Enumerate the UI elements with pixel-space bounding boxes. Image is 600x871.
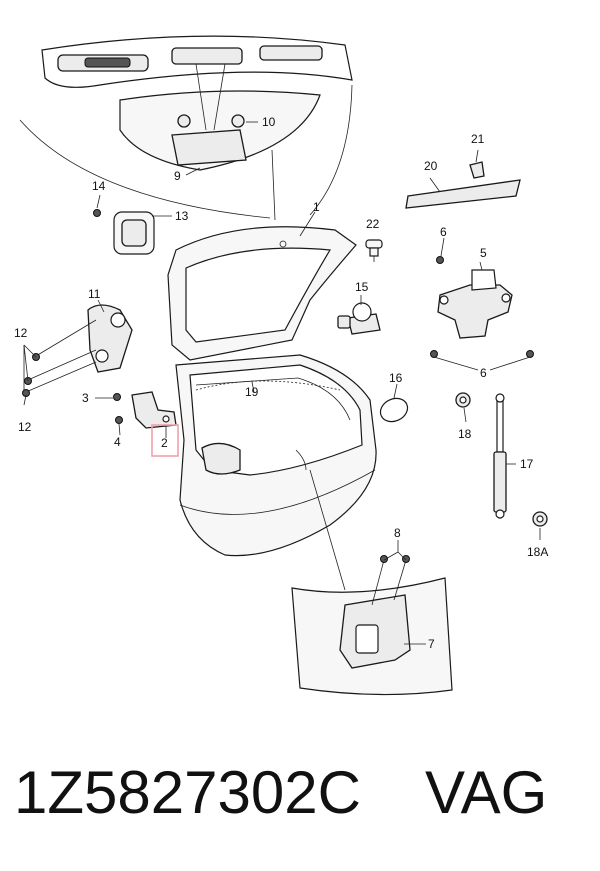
brand-label: VAG [425, 759, 548, 826]
callout-13: 13 [175, 209, 189, 223]
parts-diagram: 9 10 1 14 13 11 12 12 3 4 2 22 15 16 19 … [14, 35, 548, 696]
gasket-part-16 [379, 397, 409, 423]
clip-part-21 [469, 161, 485, 179]
strip-part-20 [405, 179, 521, 209]
callout-8: 8 [394, 526, 401, 540]
tailgate-lid [167, 226, 377, 557]
callout-7: 7 [428, 637, 435, 651]
callout-2: 2 [161, 436, 168, 450]
footer: 1Z5827302C VAG [0, 758, 600, 848]
callout-19: 19 [245, 385, 259, 399]
gas-strut-part-17 [493, 393, 507, 519]
callout-6-bottom: 6 [480, 366, 487, 380]
bracket-part-2 [113, 391, 179, 457]
callout-14: 14 [92, 179, 106, 193]
callout-15: 15 [355, 280, 369, 294]
callout-22: 22 [366, 217, 380, 231]
callout-1: 1 [313, 200, 320, 214]
callout-11: 11 [88, 287, 101, 301]
callout-12-top: 12 [14, 326, 28, 340]
callout-6-top: 6 [440, 225, 447, 239]
hinge-part-11 [22, 304, 133, 397]
ball-stud-part-18 [455, 392, 471, 408]
callout-3: 3 [82, 391, 89, 405]
part-2-highlight [151, 424, 179, 457]
lock-part-5 [430, 256, 534, 358]
callout-18a: 18A [527, 545, 548, 559]
callout-10: 10 [262, 115, 276, 129]
detail-inset-striker [291, 469, 453, 696]
callout-21: 21 [471, 132, 485, 146]
callout-17: 17 [520, 457, 534, 471]
callout-18: 18 [458, 427, 472, 441]
leader-lines [23, 121, 541, 645]
ball-stud-part-18a [532, 511, 548, 527]
callouts: 9 10 1 14 13 11 12 12 3 4 2 22 15 16 19 … [14, 115, 548, 651]
callout-12-bottom: 12 [18, 420, 32, 434]
callout-16: 16 [389, 371, 403, 385]
stop-part-15 [337, 302, 381, 335]
rear-roof-panel [19, 35, 353, 219]
callout-4: 4 [114, 435, 121, 449]
callout-5: 5 [480, 246, 487, 260]
callout-20: 20 [424, 159, 438, 173]
cap-part-22 [365, 239, 383, 257]
part-number: 1Z5827302C [14, 759, 361, 826]
callout-9: 9 [174, 169, 181, 183]
handle-part-13 [93, 209, 155, 255]
